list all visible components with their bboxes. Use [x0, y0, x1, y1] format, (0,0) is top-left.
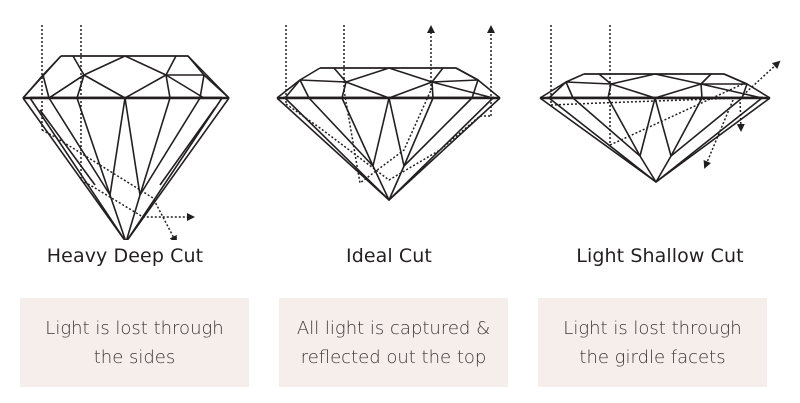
cut-title-ideal: Ideal Cut [346, 245, 432, 267]
caption-line-1: Light is lost through [563, 317, 742, 339]
caption-box-light-shallow: Light is lost through the girdle facets [538, 298, 767, 387]
cut-title-heavy-deep: Heavy Deep Cut [46, 245, 204, 267]
ideal-light-rays [285, 25, 495, 185]
caption-text-heavy-deep: Light is lost through the sides [30, 314, 240, 372]
heavy-deep-light-rays [41, 25, 195, 240]
caption-line-2: reflected out the top [300, 346, 487, 368]
caption-box-ideal: All light is captured & reflected out th… [279, 298, 508, 387]
caption-line-2: the sides [93, 346, 176, 368]
caption-box-heavy-deep: Light is lost through the sides [20, 298, 249, 387]
ideal-cut-diamond-icon [276, 67, 501, 201]
caption-line-2: the girdle facets [579, 346, 726, 368]
caption-line-1: Light is lost through [45, 317, 224, 339]
caption-line-1: All light is captured & [296, 317, 491, 339]
light-shallow-cut-diamond-icon [539, 73, 771, 183]
heavy-deep-cut-diamond-icon [22, 55, 230, 240]
shallow-light-rays [550, 25, 781, 169]
cut-title-light-shallow: Light Shallow Cut [576, 245, 744, 267]
caption-text-ideal: All light is captured & reflected out th… [289, 314, 499, 372]
caption-text-light-shallow: Light is lost through the girdle facets [548, 314, 758, 372]
diamond-cut-diagram [22, 25, 781, 240]
